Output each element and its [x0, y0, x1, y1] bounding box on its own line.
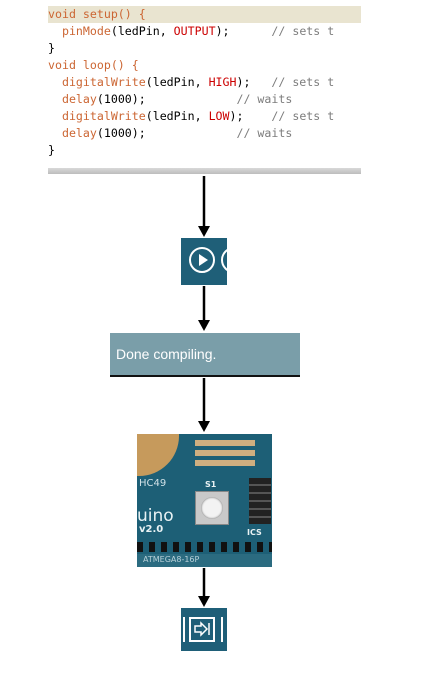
code-line: digitalWrite(ledPin, HIGH); // sets t — [48, 74, 361, 91]
code-token: ); — [229, 109, 272, 123]
code-line: delay(1000); // waits — [48, 91, 361, 108]
code-token: (ledPin, — [145, 75, 209, 89]
upload-button[interactable] — [181, 608, 227, 651]
code-token: // sets t — [271, 24, 335, 38]
mcu-label: ATMEGA8-16P — [143, 555, 200, 564]
code-token: // waits — [236, 92, 293, 106]
editor-bottom-edge — [48, 168, 361, 174]
status-bar: Done compiling. — [110, 333, 300, 377]
code-line: void loop() { — [48, 57, 361, 74]
code-line: } — [48, 142, 361, 159]
code-token: digitalWrite — [61, 75, 146, 89]
code-token: (1000); — [96, 126, 237, 140]
code-token: void loop() { — [48, 58, 139, 72]
code-line: pinMode(ledPin, OUTPUT); // sets t — [48, 23, 361, 40]
code-token: ); — [236, 75, 272, 89]
crystal-label: HC49 — [139, 478, 167, 489]
board-version-text: v2.0 — [139, 524, 164, 535]
chip-pins-image — [137, 542, 272, 552]
code-token: digitalWrite — [61, 109, 146, 123]
next-button-partial-icon — [221, 247, 227, 273]
code-token: // sets t — [271, 75, 335, 89]
code-token: HIGH — [208, 75, 237, 89]
code-token: delay — [61, 126, 97, 140]
status-message: Done compiling. — [116, 346, 217, 362]
code-token: // waits — [236, 126, 293, 140]
resistor-image — [195, 440, 255, 446]
code-token: } — [48, 143, 55, 157]
code-token: void setup() { — [48, 7, 146, 21]
verify-button[interactable] — [181, 238, 227, 285]
resistor-image — [195, 460, 255, 466]
code-token: OUTPUT — [173, 24, 216, 38]
code-line: digitalWrite(ledPin, LOW); // sets t — [48, 108, 361, 125]
code-line: delay(1000); // waits — [48, 125, 361, 142]
code-token: LOW — [208, 109, 230, 123]
code-line: void setup() { — [48, 6, 361, 23]
code-token: // sets t — [271, 109, 335, 123]
code-token: delay — [61, 92, 97, 106]
verify-play-icon — [189, 247, 215, 273]
code-line: } — [48, 40, 361, 57]
capacitor-image — [137, 434, 179, 476]
code-editor[interactable]: void setup() { pinMode(ledPin, OUTPUT); … — [48, 4, 361, 174]
code-token: pinMode — [61, 24, 111, 38]
code-token: (ledPin, — [145, 109, 209, 123]
code-token: ); — [215, 24, 272, 38]
code-token: (ledPin, — [110, 24, 174, 38]
icsp-label: ICS — [247, 528, 262, 537]
arduino-board-photo: HC49 S1 uino v2.0 ICS ATMEGA8-16P — [137, 434, 272, 567]
resistor-image — [195, 450, 255, 456]
icsp-header-image — [249, 478, 271, 524]
button-s1-label: S1 — [205, 480, 217, 489]
board-brand-text: uino — [137, 506, 174, 526]
code-token: (1000); — [96, 92, 237, 106]
code-token: } — [48, 41, 55, 55]
upload-arrow-icon — [189, 617, 215, 642]
